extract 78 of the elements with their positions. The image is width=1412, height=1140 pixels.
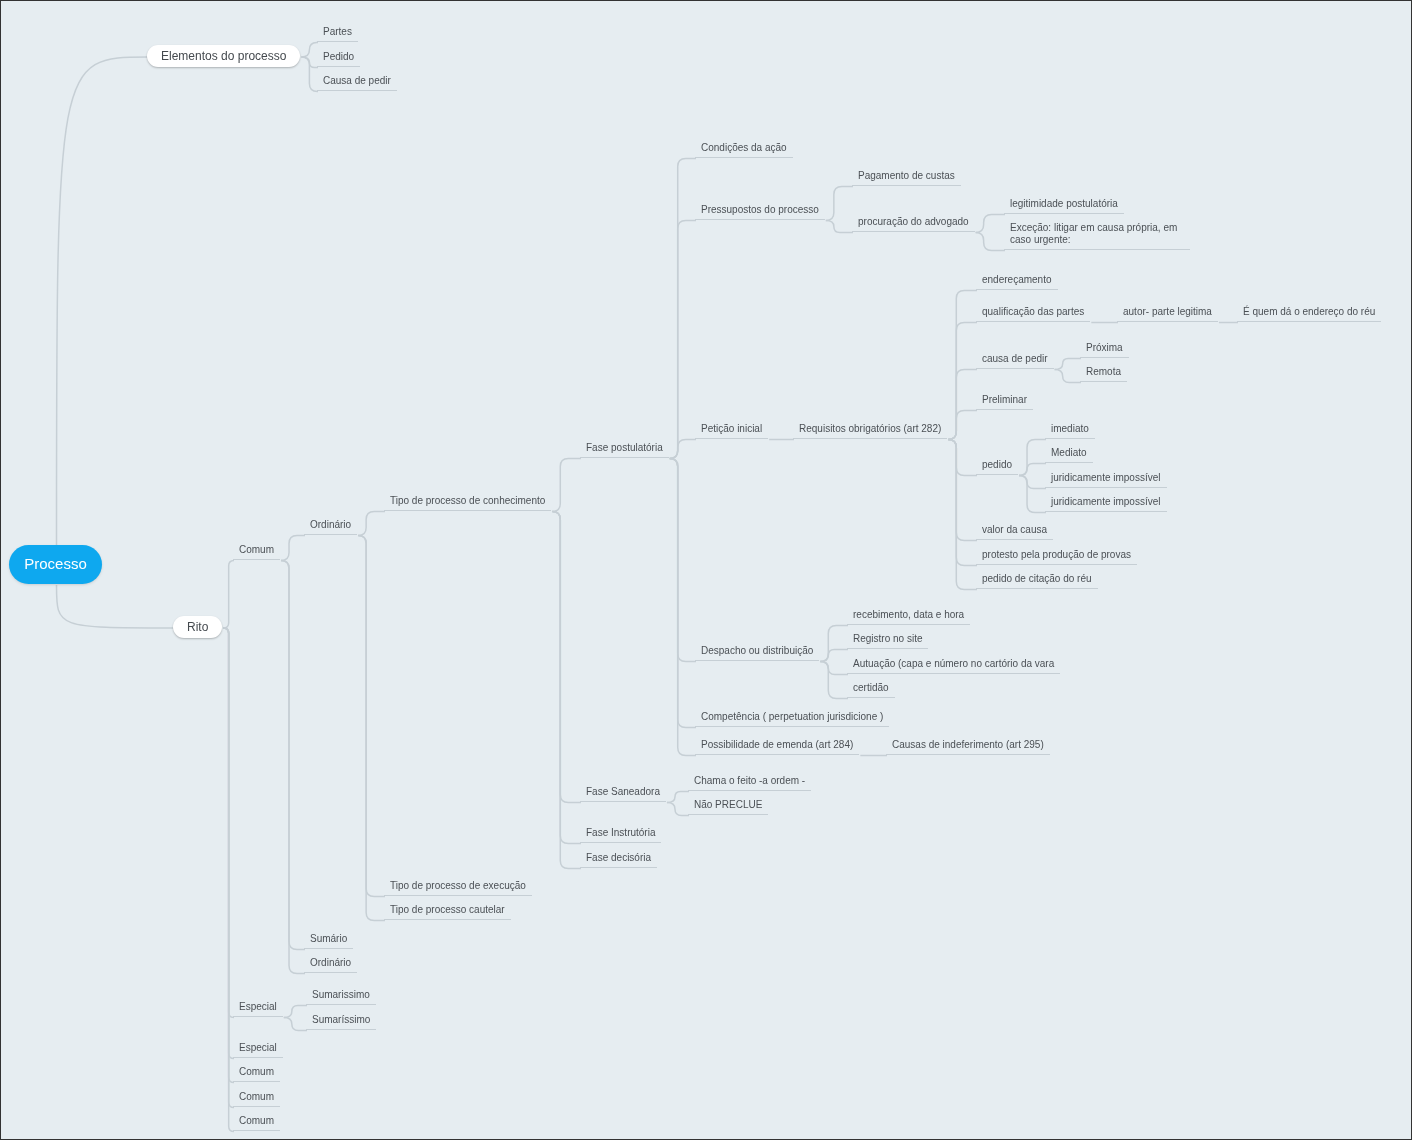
topic-pill: Elementos do processo [147,45,301,67]
topic-label: Tipo de processo de conhecimento [384,493,552,511]
branch-line [280,534,306,562]
branch-line [55,56,149,547]
topic-label: Comum [233,542,280,560]
branch-line [1018,462,1047,477]
topic-label: Tipo de processo cautelar [384,902,511,920]
topic-label: qualificação das partes [976,304,1091,322]
topic-label: Sumarissimo [306,987,376,1005]
topic-label: juridicamente impossível [1045,494,1167,512]
branch-line [819,660,849,700]
branch-line [283,1016,308,1032]
topic-label: valor da causa [976,522,1054,540]
topic-label: Pedido [317,49,361,67]
topic-label: legitimidade postulatória [1004,196,1124,214]
topic-label: Ordinário [304,955,358,973]
topic-label: Partes [317,24,358,42]
topic-label: Requisitos obrigatórios (art 282) [793,421,948,439]
topic-label: Comum [233,1064,280,1082]
branch-line [1218,321,1239,324]
branch-line [1018,474,1047,514]
topic-label: Tipo de processo de execução [384,878,532,896]
topic-label: Autuação (capa e número no cartório da vara [847,656,1061,674]
topic-label: Especial [233,1040,283,1058]
topic-label: Condições da ação [695,140,793,158]
topic-pill: Rito [173,616,223,638]
branch-line [819,624,849,663]
topic-label: Próxima [1080,340,1129,358]
topic-label: pedido de citação do réu [976,571,1098,589]
branch-line [974,231,1006,252]
branch-line [283,1004,308,1019]
topic-label: Despacho ou distribuição [695,643,820,661]
topic-label: Possibilidade de emenda (art 284) [695,737,860,755]
topic-label: procuração do advogado [852,214,975,232]
topic-label: Não PRECLUE [688,797,769,815]
topic-label: Registro no site [847,631,929,649]
branch-line [55,584,175,629]
topic-label: autor- parte legitima [1117,304,1218,322]
topic-label: Sumário [304,931,354,949]
topic-label: Exceção: litigar em causa própria, em caso urgente: [1004,220,1190,250]
topic-label: certidão [847,680,895,698]
topic-label: Chama o feito -a ordem - [688,773,812,791]
topic-label: Causa de pedir [317,73,397,91]
topic-label: Fase postulatória [580,440,669,458]
topic-label: causa de pedir [976,351,1054,369]
branch-line [1053,368,1082,384]
branch-line [974,213,1006,234]
branch-line [1090,321,1119,324]
topic-label: endereçamento [976,272,1058,290]
topic-label: Ordinário [304,517,358,535]
topic-label: juridicamente impossível [1045,470,1167,488]
topic-label: imediato [1045,421,1095,439]
topic-label: pedido [976,457,1019,475]
topic-label: Pagamento de custas [852,168,961,186]
topic-label: Remota [1080,364,1127,382]
branch-line [357,510,386,537]
topic-label: Preliminar [976,392,1033,410]
topic-label: É quem dá o endereço do réu [1237,304,1382,322]
topic-label: Especial [233,999,283,1017]
topic-label: protesto pela produção de provas [976,547,1137,565]
branch-line [825,185,854,222]
topic-label: Pressupostos do processo [695,202,825,220]
branch-line [859,754,888,757]
topic-label: Fase Saneadora [580,784,666,802]
topic-label: Mediato [1045,445,1093,463]
branch-line [825,219,854,234]
topic-label: Petição inicial [695,421,769,439]
topic-label: Comum [233,1113,280,1131]
topic-label: Competência ( perpetuation jurisdicione ) [695,709,890,727]
topic-label: recebimento, data e hora [847,607,971,625]
topic-label: Sumaríssimo [306,1012,377,1030]
branch-line [768,438,795,441]
central-topic-pill: Processo [9,545,102,584]
topic-label: Comum [233,1089,280,1107]
topic-label: Fase decisória [580,850,658,868]
branch-line [666,801,690,817]
topic-label: Causas de indeferimento (art 295) [886,737,1050,755]
topic-label: Fase Instrutória [580,825,662,843]
